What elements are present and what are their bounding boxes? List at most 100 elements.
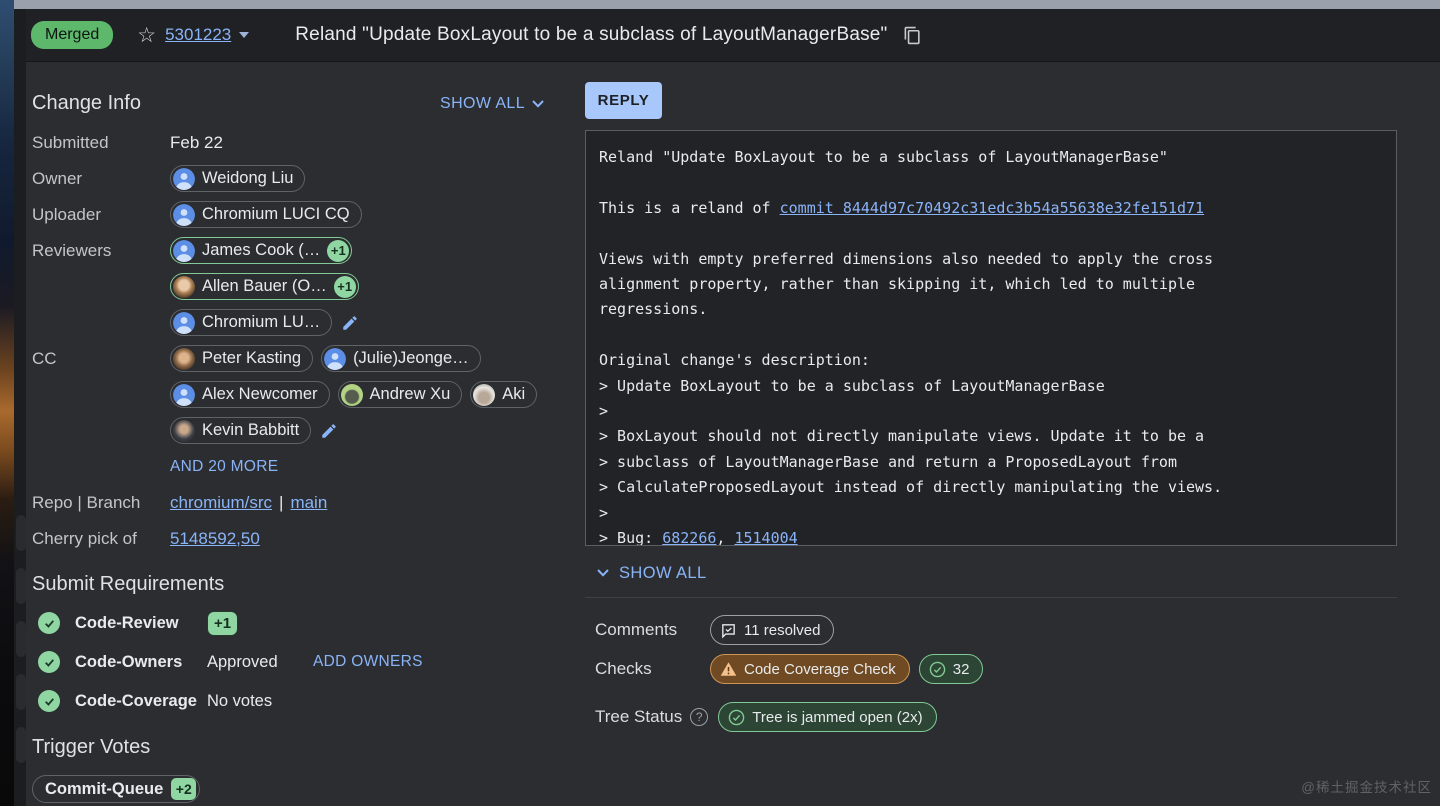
commit-message-text: regressions. xyxy=(599,300,708,319)
commit-message-line: regressions. xyxy=(599,297,1383,322)
dock-item xyxy=(16,568,26,604)
spacer xyxy=(32,453,170,480)
show-all-toggle-bottom[interactable]: SHOW ALL xyxy=(597,556,707,590)
vote-chip[interactable]: +1 xyxy=(207,610,239,636)
copy-icon[interactable] xyxy=(903,26,922,45)
requirement-row-code-review: Code-Review +1 xyxy=(32,608,585,638)
checks-label: Checks xyxy=(595,659,652,678)
avatar xyxy=(173,203,195,226)
repo-link[interactable]: chromium/src xyxy=(170,492,273,512)
account-chip-peter-kasting[interactable]: Peter Kasting xyxy=(170,345,314,372)
commit-message-text: This is a reland of xyxy=(599,198,780,217)
edit-pencil-icon[interactable] xyxy=(320,422,338,440)
submitted-date: Feb 22 xyxy=(170,132,223,152)
check-circle-icon xyxy=(38,651,60,673)
tree-status-row: Tree Status ? Tree is jammed open (2x) xyxy=(595,702,983,732)
change-meta-rows: Comments 11 resolved Checks Code Coverag… xyxy=(595,615,984,732)
requirement-label: Code-Review xyxy=(75,613,179,632)
requirement-row-code-coverage: Code-Coverage No votes xyxy=(32,686,585,716)
account-name: Alex Newcomer xyxy=(202,385,318,403)
dock-item xyxy=(16,515,26,551)
commit-message-link[interactable]: 1514004 xyxy=(734,529,798,546)
commit-message-line: alignment property, rather than skipping… xyxy=(599,272,1383,297)
account-chip-weidong-liu[interactable]: Weidong Liu xyxy=(170,165,306,192)
avatar xyxy=(173,383,195,406)
star-icon[interactable]: ☆ xyxy=(137,23,157,47)
check-circle-icon xyxy=(38,612,60,634)
cc-label: CC xyxy=(32,348,57,368)
submitted-label: Submitted xyxy=(32,132,109,152)
account-chip-alex-newcomer[interactable]: Alex Newcomer xyxy=(170,381,330,408)
commit-message-line: > BoxLayout should not directly manipula… xyxy=(599,424,1383,449)
owner-label: Owner xyxy=(32,168,83,188)
add-owners-link[interactable]: ADD OWNERS xyxy=(313,653,423,670)
tree-status-chip[interactable]: Tree is jammed open (2x) xyxy=(718,702,937,732)
account-name: Kevin Babbitt xyxy=(202,421,300,439)
help-icon[interactable]: ? xyxy=(690,708,709,726)
trigger-chip-commit-queue[interactable]: Commit-Queue +2 xyxy=(32,775,201,803)
account-chip-allen-bauer-o[interactable]: Allen Bauer (O…+1 xyxy=(170,273,359,300)
checks-passed-chip[interactable]: 32 xyxy=(918,654,984,684)
repo-branch-label: Repo | Branch xyxy=(32,492,141,512)
account-name: Weidong Liu xyxy=(202,169,294,187)
dock-item xyxy=(16,727,26,763)
reviewers-label: Reviewers xyxy=(32,240,112,260)
reviewer-row: James Cook (…+1 xyxy=(170,237,353,264)
requirement-label: Code-Coverage xyxy=(75,691,197,710)
reply-button[interactable]: REPLY xyxy=(585,82,662,119)
code-coverage-check-chip[interactable]: Code Coverage Check xyxy=(710,654,910,684)
chip-group: Chromium LU… xyxy=(170,309,359,336)
chevron-down-icon[interactable] xyxy=(239,32,250,38)
trigger-votes-list: Commit-Queue +2 xyxy=(32,775,585,803)
reviewer-row: Allen Bauer (O…+1 xyxy=(170,273,359,300)
warning-icon xyxy=(720,662,737,676)
account-chip-chromium-lu[interactable]: Chromium LU… xyxy=(170,309,333,336)
requirement-value: No votes xyxy=(207,691,273,710)
submit-requirements-heading: Submit Requirements xyxy=(32,573,225,595)
cherry-pick-link[interactable]: 5148592,50 xyxy=(170,528,260,548)
trigger-label: Commit-Queue xyxy=(45,779,164,798)
show-all-toggle-top[interactable]: SHOW ALL xyxy=(440,95,544,113)
dock-edge-strip xyxy=(14,9,26,806)
vote-badge: +2 xyxy=(171,778,197,800)
commit-message-text: > Update BoxLayout to be a subclass of L… xyxy=(599,376,1105,395)
tree-status-label: Tree Status xyxy=(595,707,683,726)
commit-message-link[interactable]: 682266 xyxy=(662,529,717,546)
checks-row: Checks Code Coverage Check 32 xyxy=(595,654,984,684)
commit-message-link[interactable]: commit 8444d97c70492c31edc3b54a55638e32f… xyxy=(779,198,1205,217)
check-circle-icon xyxy=(728,709,745,725)
vote-badge: +1 xyxy=(327,239,350,262)
commit-message-line: > xyxy=(599,501,1383,526)
account-chip-andrew-xu[interactable]: Andrew Xu xyxy=(337,381,463,408)
and-20-more-link[interactable]: AND 20 MORE xyxy=(170,457,279,475)
chip-group: Kevin Babbitt xyxy=(170,417,338,444)
cherry-pick-label: Cherry pick of xyxy=(32,528,137,548)
browser-toolbar-edge xyxy=(14,0,1440,9)
account-chip-kevin-babbitt[interactable]: Kevin Babbitt xyxy=(170,417,312,444)
commit-message-line xyxy=(599,170,1383,195)
comments-row: Comments 11 resolved xyxy=(595,615,983,645)
change-number-link[interactable]: 5301223 xyxy=(165,25,232,44)
commit-message-line: > Update BoxLayout to be a subclass of L… xyxy=(599,374,1383,399)
avatar xyxy=(173,347,195,370)
commit-message-line: > CalculateProposedLayout instead of dir… xyxy=(599,475,1383,500)
commit-message-text: Reland "Update BoxLayout to be a subclas… xyxy=(599,148,1168,166)
repo-branch-separator: | xyxy=(279,492,284,512)
account-chip-aki[interactable]: Aki xyxy=(470,381,538,408)
account-chip-james-cook[interactable]: James Cook (…+1 xyxy=(170,237,353,264)
account-name: Aki xyxy=(502,385,526,403)
commit-message-line: Reland "Update BoxLayout to be a subclas… xyxy=(599,145,1383,170)
branch-link[interactable]: main xyxy=(290,492,328,512)
account-chip-julie-jeonge[interactable]: (Julie)Jeonge… xyxy=(321,345,481,372)
change-info-table: Submitted Feb 22 Owner Weidong Liu Uploa… xyxy=(32,129,585,552)
comments-resolved-chip[interactable]: 11 resolved xyxy=(710,615,835,645)
account-chip-chromium-luci-cq[interactable]: Chromium LUCI CQ xyxy=(170,201,362,228)
divider xyxy=(585,597,1397,598)
avatar xyxy=(173,275,195,298)
vote-badge: +1 xyxy=(333,275,356,298)
comments-label: Comments xyxy=(595,620,678,639)
edit-pencil-icon[interactable] xyxy=(341,314,359,332)
account-name: Peter Kasting xyxy=(202,349,302,367)
trigger-votes-heading: Trigger Votes xyxy=(32,736,151,758)
